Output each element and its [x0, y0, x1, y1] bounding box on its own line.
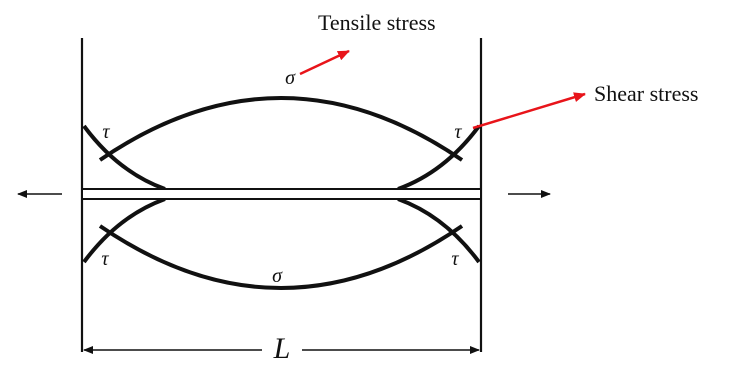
shear-stress-curve-left-bottom [82, 197, 166, 264]
joint-bar [81, 188, 482, 200]
tensile-stress-callout-arrow [299, 49, 350, 76]
shear-stress-label: Shear stress [594, 81, 698, 106]
tensile-stress-curve-top [98, 96, 464, 162]
shear-stress-curve-right-top [397, 124, 481, 191]
tau-label-bottom-right: τ [451, 248, 459, 270]
tensile-stress-curve-bottom [98, 224, 464, 290]
tensile-stress-label: Tensile stress [318, 10, 436, 35]
shear-stress-curve-right-bottom [397, 197, 481, 264]
tau-label-bottom-left: τ [101, 248, 109, 270]
tau-label-top-right: τ [454, 121, 462, 143]
length-label: L [273, 332, 291, 360]
shear-stress-callout-arrow [472, 92, 586, 130]
sigma-label-bottom: σ [272, 265, 283, 287]
sigma-label-top: σ [285, 67, 296, 89]
shear-stress-curve-left-top [82, 124, 166, 191]
tau-label-top-left: τ [102, 121, 110, 143]
